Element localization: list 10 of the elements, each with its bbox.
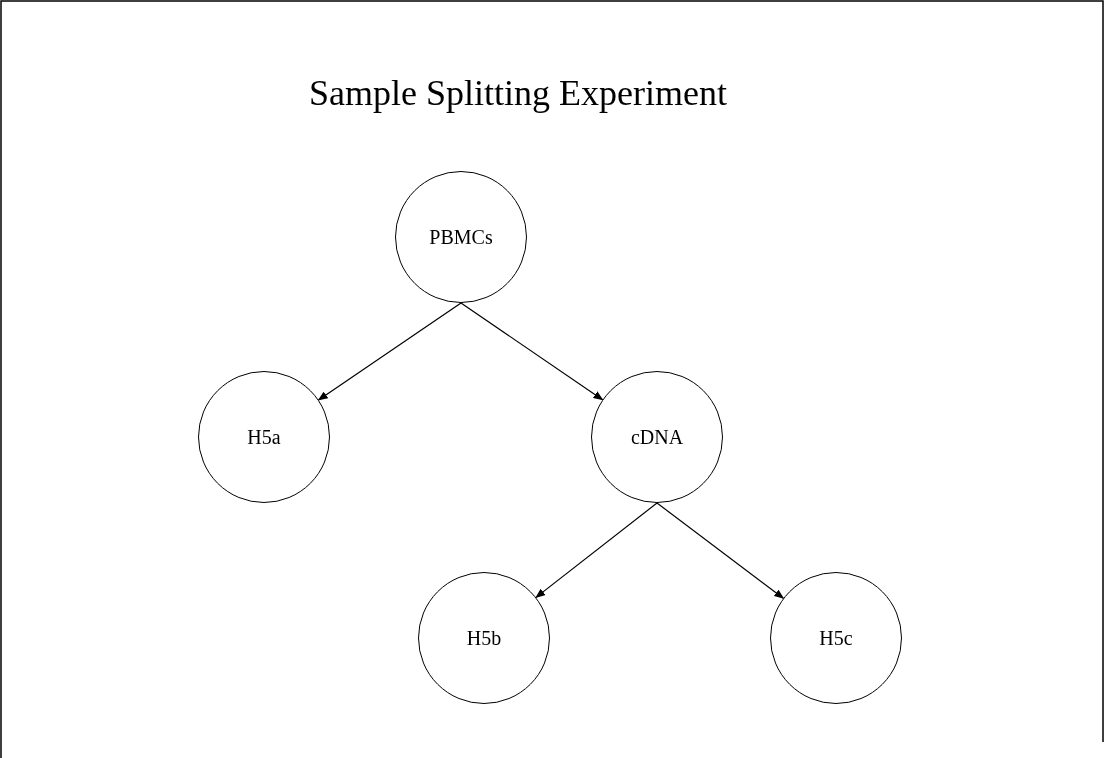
node-label: PBMCs bbox=[429, 225, 493, 249]
arrow bbox=[460, 302, 604, 401]
node-label: H5a bbox=[247, 425, 281, 449]
arrow bbox=[535, 502, 658, 598]
title: Sample Splitting Experiment bbox=[308, 72, 728, 114]
arrow bbox=[317, 302, 462, 401]
node-label: H5b bbox=[466, 626, 502, 650]
arrow bbox=[656, 502, 785, 599]
node-label: H5c bbox=[819, 626, 853, 650]
node-label: cDNA bbox=[630, 425, 684, 449]
